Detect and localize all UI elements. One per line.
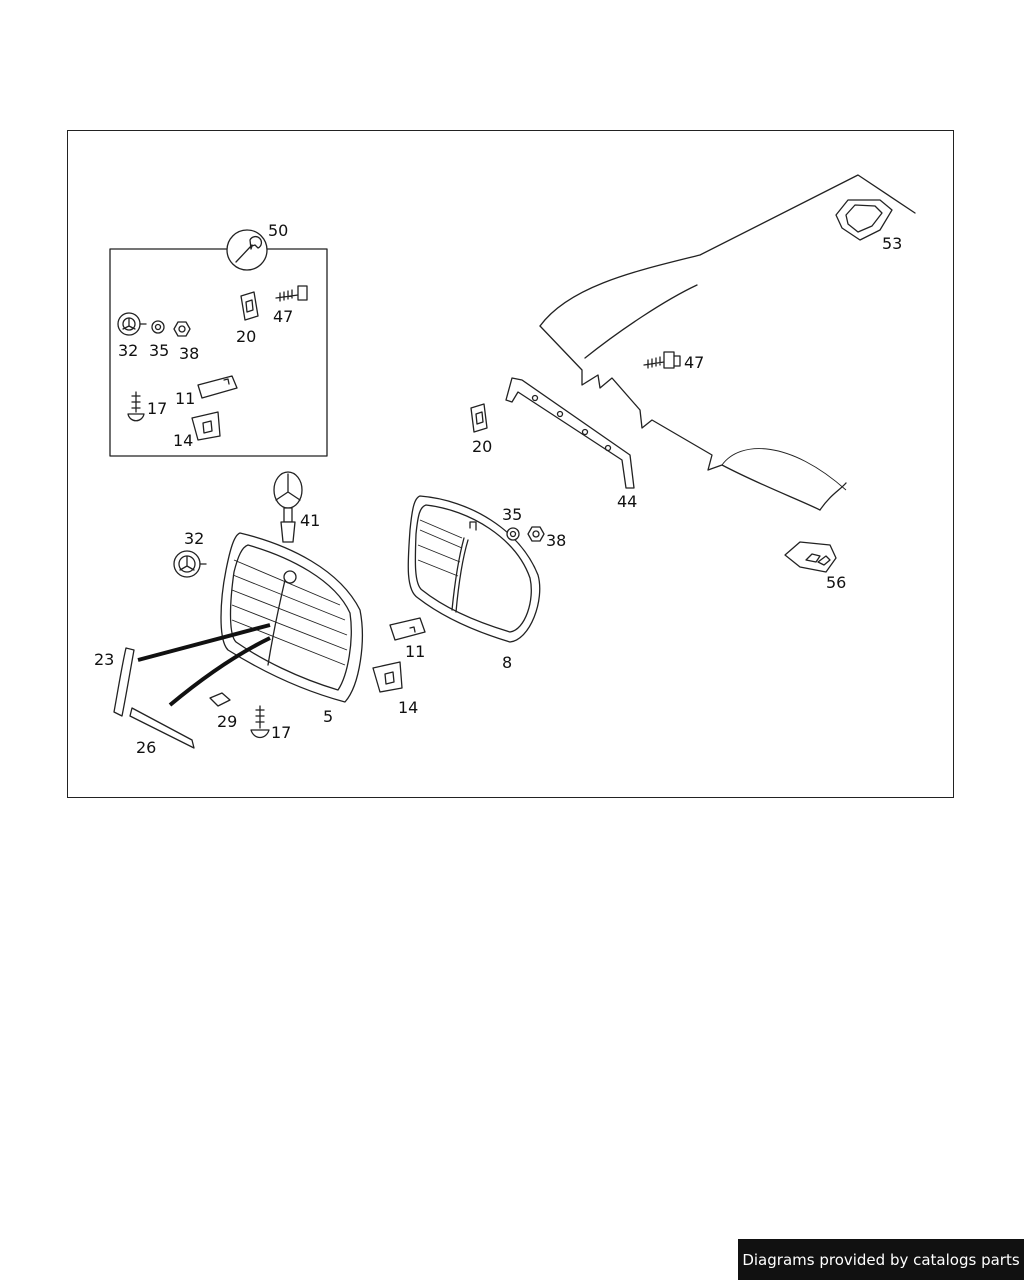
callout-41: 41 [300, 511, 320, 530]
callout-14: 14 [398, 698, 418, 717]
part-35-washer-inset [151, 320, 165, 334]
attribution-text: Diagrams provided by catalogs parts [742, 1250, 1020, 1269]
part-32-badge [173, 550, 207, 578]
part-11-clip-center [389, 617, 426, 641]
hood-outline [539, 174, 916, 511]
part-23-trim [113, 647, 135, 717]
callout-38: 38 [546, 531, 566, 550]
part-14-clip-inset [191, 411, 221, 441]
part-47-screw [643, 351, 681, 369]
callout-14: 14 [173, 431, 193, 450]
callout-20: 20 [472, 437, 492, 456]
kit-inset [109, 248, 328, 457]
callout-5: 5 [323, 707, 333, 726]
part-38-nut-center [527, 526, 545, 542]
callout-20: 20 [236, 327, 256, 346]
callout-11: 11 [405, 642, 425, 661]
part-35-washer-center [506, 527, 520, 541]
callout-23: 23 [94, 650, 114, 669]
callout-17: 17 [147, 399, 167, 418]
part-5-main-grille [220, 532, 363, 703]
callout-26: 26 [136, 738, 156, 757]
pointer-lines [137, 623, 271, 707]
callout-56: 56 [826, 573, 846, 592]
attribution-banner: Diagrams provided by catalogs parts [738, 1239, 1024, 1280]
wrench-icon [226, 229, 268, 271]
callout-35: 35 [502, 505, 522, 524]
callout-32: 32 [118, 341, 138, 360]
part-17-screw [250, 705, 270, 739]
part-11-clip-inset [197, 375, 238, 399]
diagram-frame [67, 130, 954, 798]
callout-11: 11 [175, 389, 195, 408]
part-20-clip-inset [240, 291, 259, 321]
part-29-clip [209, 692, 231, 707]
part-38-nut-inset [173, 321, 191, 337]
callout-47: 47 [273, 307, 293, 326]
part-47-screw-inset [275, 285, 308, 302]
part-56-bracket [784, 541, 837, 573]
part-53-mount [835, 199, 893, 241]
callout-38: 38 [179, 344, 199, 363]
callout-47: 47 [684, 353, 704, 372]
part-14-clip-center [372, 661, 403, 693]
callout-35: 35 [149, 341, 169, 360]
callout-32: 32 [184, 529, 204, 548]
part-32-badge-inset [117, 312, 147, 336]
part-17-screw-inset [127, 391, 145, 422]
part-20-clip [470, 403, 488, 433]
callout-44: 44 [617, 492, 637, 511]
part-44-seal [505, 377, 635, 489]
callout-53: 53 [882, 234, 902, 253]
callout-labels: 50 47 20 32 35 38 17 11 14 53 47 20 44 4… [94, 221, 902, 757]
callout-50: 50 [268, 221, 288, 240]
callout-8: 8 [502, 653, 512, 672]
part-26-trim [129, 707, 195, 749]
callout-17: 17 [271, 723, 291, 742]
callout-29: 29 [217, 712, 237, 731]
part-41-star-emblem [273, 471, 303, 543]
